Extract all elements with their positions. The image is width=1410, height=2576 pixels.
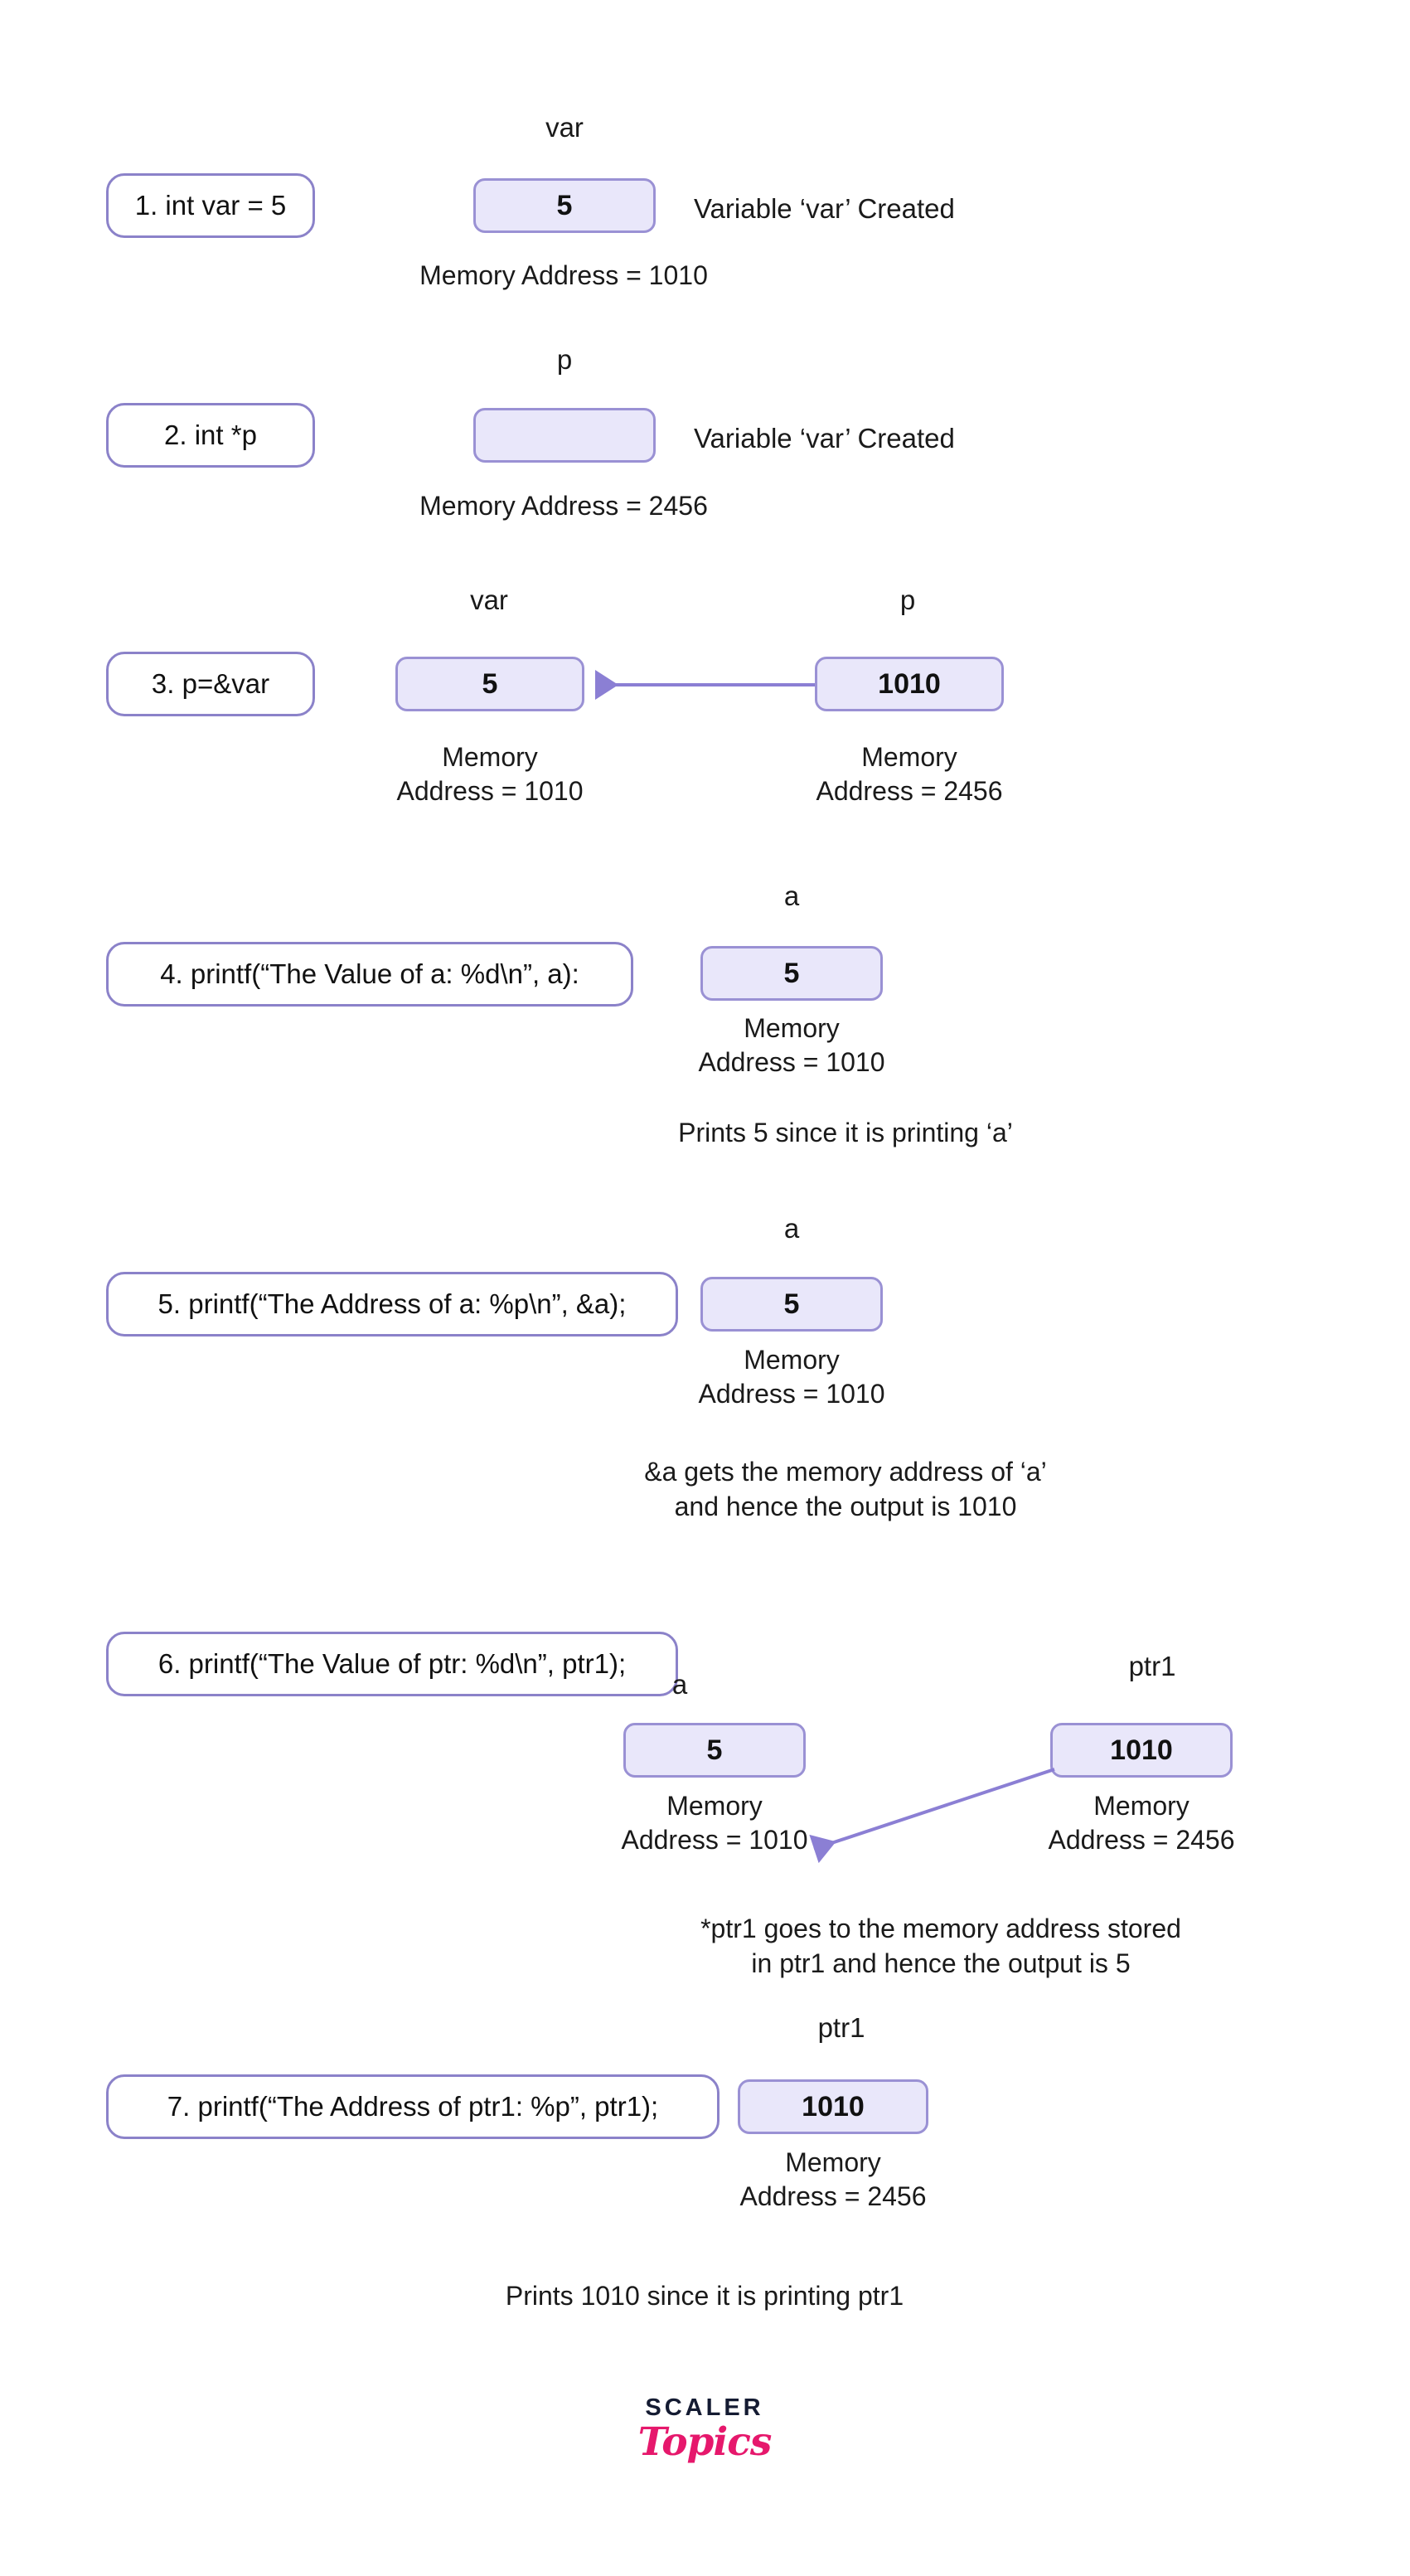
step-3-pointer-arrow (595, 670, 815, 700)
step-2-memory-cell[interactable] (473, 408, 656, 463)
step-1-variable-label: var (545, 112, 584, 143)
step-5-caption: &a gets the memory address of ‘a’ and he… (644, 1457, 1047, 1522)
step-5-memory-cell[interactable]: 5 (700, 1277, 883, 1332)
scaler-topics-logo: SCALER Topics (580, 2394, 829, 2465)
step-4-caption: Prints 5 since it is printing ‘a’ (678, 1118, 1013, 1147)
step-6-right-variable-label: ptr1 (1128, 1651, 1176, 1681)
step-6-caption: *ptr1 goes to the memory address stored … (700, 1914, 1181, 1979)
logo-topics-text: Topics (637, 2419, 773, 2465)
step-6-right-memory-cell[interactable]: 1010 (1050, 1723, 1233, 1778)
step-7-caption: Prints 1010 since it is printing ptr1 (505, 2281, 904, 2311)
step-1-address: Memory Address = 1010 (419, 260, 708, 290)
step-7-statement-box[interactable]: 7. printf(“The Address of ptr1: %p”, ptr… (106, 2074, 720, 2139)
step-1-memory-cell[interactable]: 5 (473, 178, 656, 233)
step-3-right-address: Memory Address = 2456 (816, 742, 1003, 806)
step-6-pointer-arrow (809, 1768, 1055, 1864)
step-2-variable-label: p (556, 344, 573, 375)
step-6-left-memory-cell[interactable]: 5 (623, 1723, 806, 1778)
step-4-address: Memory Address = 1010 (698, 1013, 885, 1077)
logo-scaler-text: SCALER (645, 2394, 764, 2421)
step-2-statement-box[interactable]: 2. int *p (106, 403, 315, 468)
step-6-right-address: Memory Address = 2456 (1048, 1791, 1235, 1855)
step-1-note: Variable ‘var’ Created (694, 193, 955, 224)
step-7-address: Memory Address = 2456 (739, 2147, 927, 2211)
step-4-statement-box[interactable]: 4. printf(“The Value of a: %d\n”, a): (106, 942, 633, 1007)
step-7-variable-label: ptr1 (817, 2012, 865, 2043)
step-5-variable-label: a (783, 1213, 800, 1244)
step-3-right-memory-cell[interactable]: 1010 (815, 657, 1004, 711)
step-3-left-memory-cell[interactable]: 5 (395, 657, 584, 711)
step-4-variable-label: a (783, 880, 800, 911)
step-5-address: Memory Address = 1010 (698, 1345, 885, 1409)
step-2-note: Variable ‘var’ Created (694, 423, 955, 454)
step-6-left-variable-label: a (671, 1669, 688, 1700)
step-7-memory-cell[interactable]: 1010 (738, 2079, 928, 2134)
step-6-statement-box[interactable]: 6. printf(“The Value of ptr: %d\n”, ptr1… (106, 1632, 678, 1696)
step-2-address: Memory Address = 2456 (419, 491, 708, 521)
step-4-memory-cell[interactable]: 5 (700, 946, 883, 1001)
step-1-statement-box[interactable]: 1. int var = 5 (106, 173, 315, 238)
step-3-left-variable-label: var (470, 585, 508, 615)
step-3-left-address: Memory Address = 1010 (396, 742, 584, 806)
step-3-right-variable-label: p (899, 585, 916, 615)
step-6-left-address: Memory Address = 1010 (621, 1791, 808, 1855)
step-5-statement-box[interactable]: 5. printf(“The Address of a: %p\n”, &a); (106, 1272, 678, 1337)
step-3-statement-box[interactable]: 3. p=&var (106, 652, 315, 716)
